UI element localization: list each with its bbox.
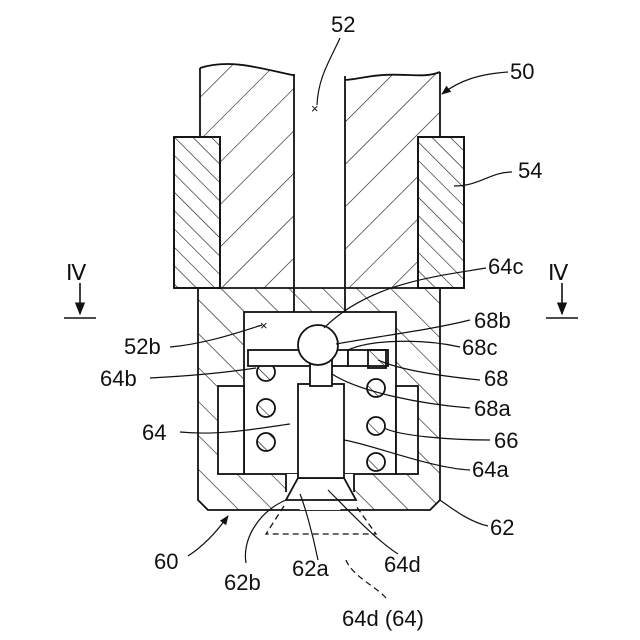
seat-disk-64d: [286, 478, 356, 500]
label-52b: 52b: [124, 334, 161, 359]
label-64d: 64d: [384, 552, 421, 577]
label-60: 60: [154, 549, 178, 574]
label-64d-64: 64d (64): [342, 606, 424, 631]
label-52: 52: [331, 12, 355, 37]
label-64b: 64b: [100, 366, 137, 391]
section-marker-right: [546, 283, 578, 318]
label-62b: 62b: [224, 570, 261, 595]
label-66: 66: [494, 428, 518, 453]
label-64a: 64a: [472, 457, 509, 482]
plunger-stem-64a: [298, 384, 344, 478]
central-bore-52: ×: [294, 72, 345, 312]
label-64: 64: [142, 420, 166, 445]
coil-block-left: [174, 137, 220, 288]
label-68: 68: [484, 366, 508, 391]
ball-valve: [298, 325, 338, 365]
label-IV-right: Ⅳ: [548, 260, 569, 285]
label-68b: 68b: [474, 308, 511, 333]
label-64c: 64c: [488, 254, 523, 279]
label-68a: 68a: [474, 396, 511, 421]
label-62: 62: [490, 515, 514, 540]
label-50: 50: [510, 59, 534, 84]
label-68c: 68c: [462, 335, 497, 360]
label-IV-left: Ⅳ: [66, 260, 87, 285]
label-62a: 62a: [292, 556, 329, 581]
coil-block-right: [418, 137, 464, 288]
label-54: 54: [518, 158, 542, 183]
section-marker-left: [64, 283, 96, 318]
